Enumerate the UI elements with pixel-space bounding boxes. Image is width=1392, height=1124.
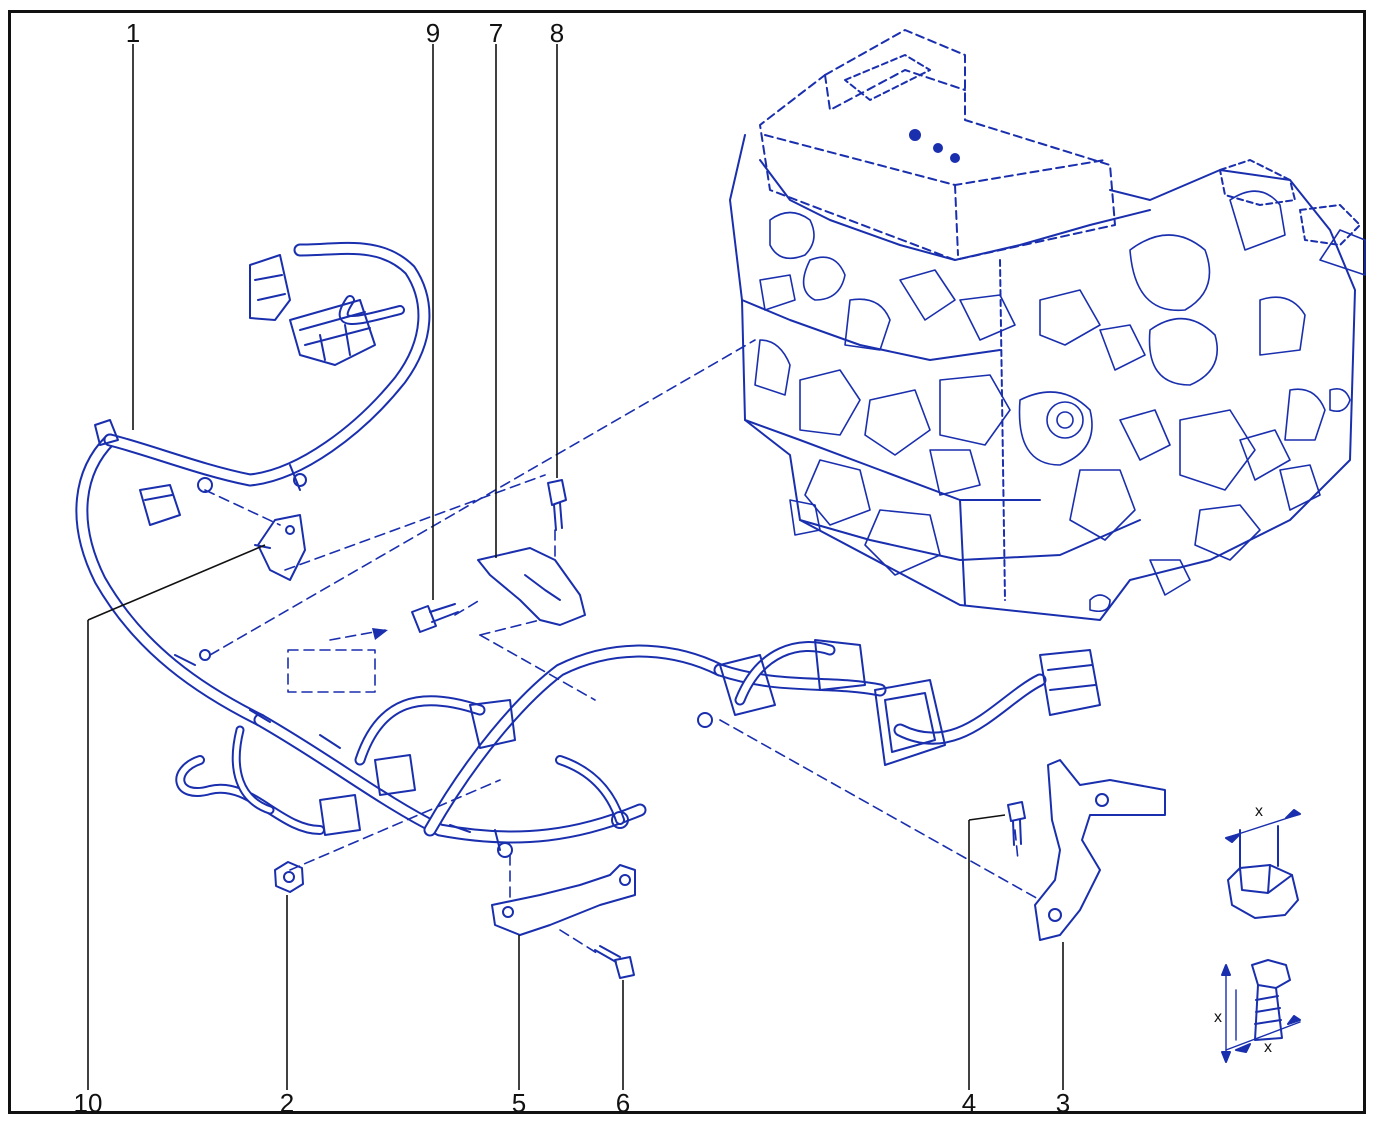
engine-assembly: [729, 29, 1366, 621]
callout-2: 2: [279, 1088, 295, 1118]
bolt-part-4: [1007, 801, 1026, 846]
callout-3: 3: [1055, 1088, 1071, 1118]
leader-lines: [87, 44, 1064, 1090]
callout-4: 4: [961, 1088, 977, 1118]
wiring-harness: [75, 241, 1101, 858]
bracket-part-3: [1034, 759, 1166, 941]
callout-7: 7: [488, 18, 504, 48]
bolt-part-6: [594, 945, 635, 979]
assembly-lines: [204, 339, 1041, 956]
bolt-part-9: [411, 603, 459, 633]
callout-5: 5: [511, 1088, 527, 1118]
callout-10: 10: [73, 1088, 103, 1118]
callout-8: 8: [549, 18, 565, 48]
nut-dimension-icon: [1225, 809, 1301, 919]
bracket-part-7: [477, 547, 586, 626]
bolt-dimension-icon: [1221, 959, 1301, 1063]
callout-6: 6: [615, 1088, 631, 1118]
nut-part-2: [274, 861, 304, 893]
bolt-part-8: [547, 479, 567, 531]
bolt-diameter-label: x: [1264, 1039, 1272, 1056]
nut-dimension-label: x: [1255, 803, 1263, 820]
bracket-part-5: [491, 864, 636, 936]
callout-1: 1: [125, 18, 141, 48]
diagram-frame: [8, 10, 1366, 1114]
callout-9: 9: [425, 18, 441, 48]
bolt-length-label: x: [1214, 1009, 1222, 1026]
